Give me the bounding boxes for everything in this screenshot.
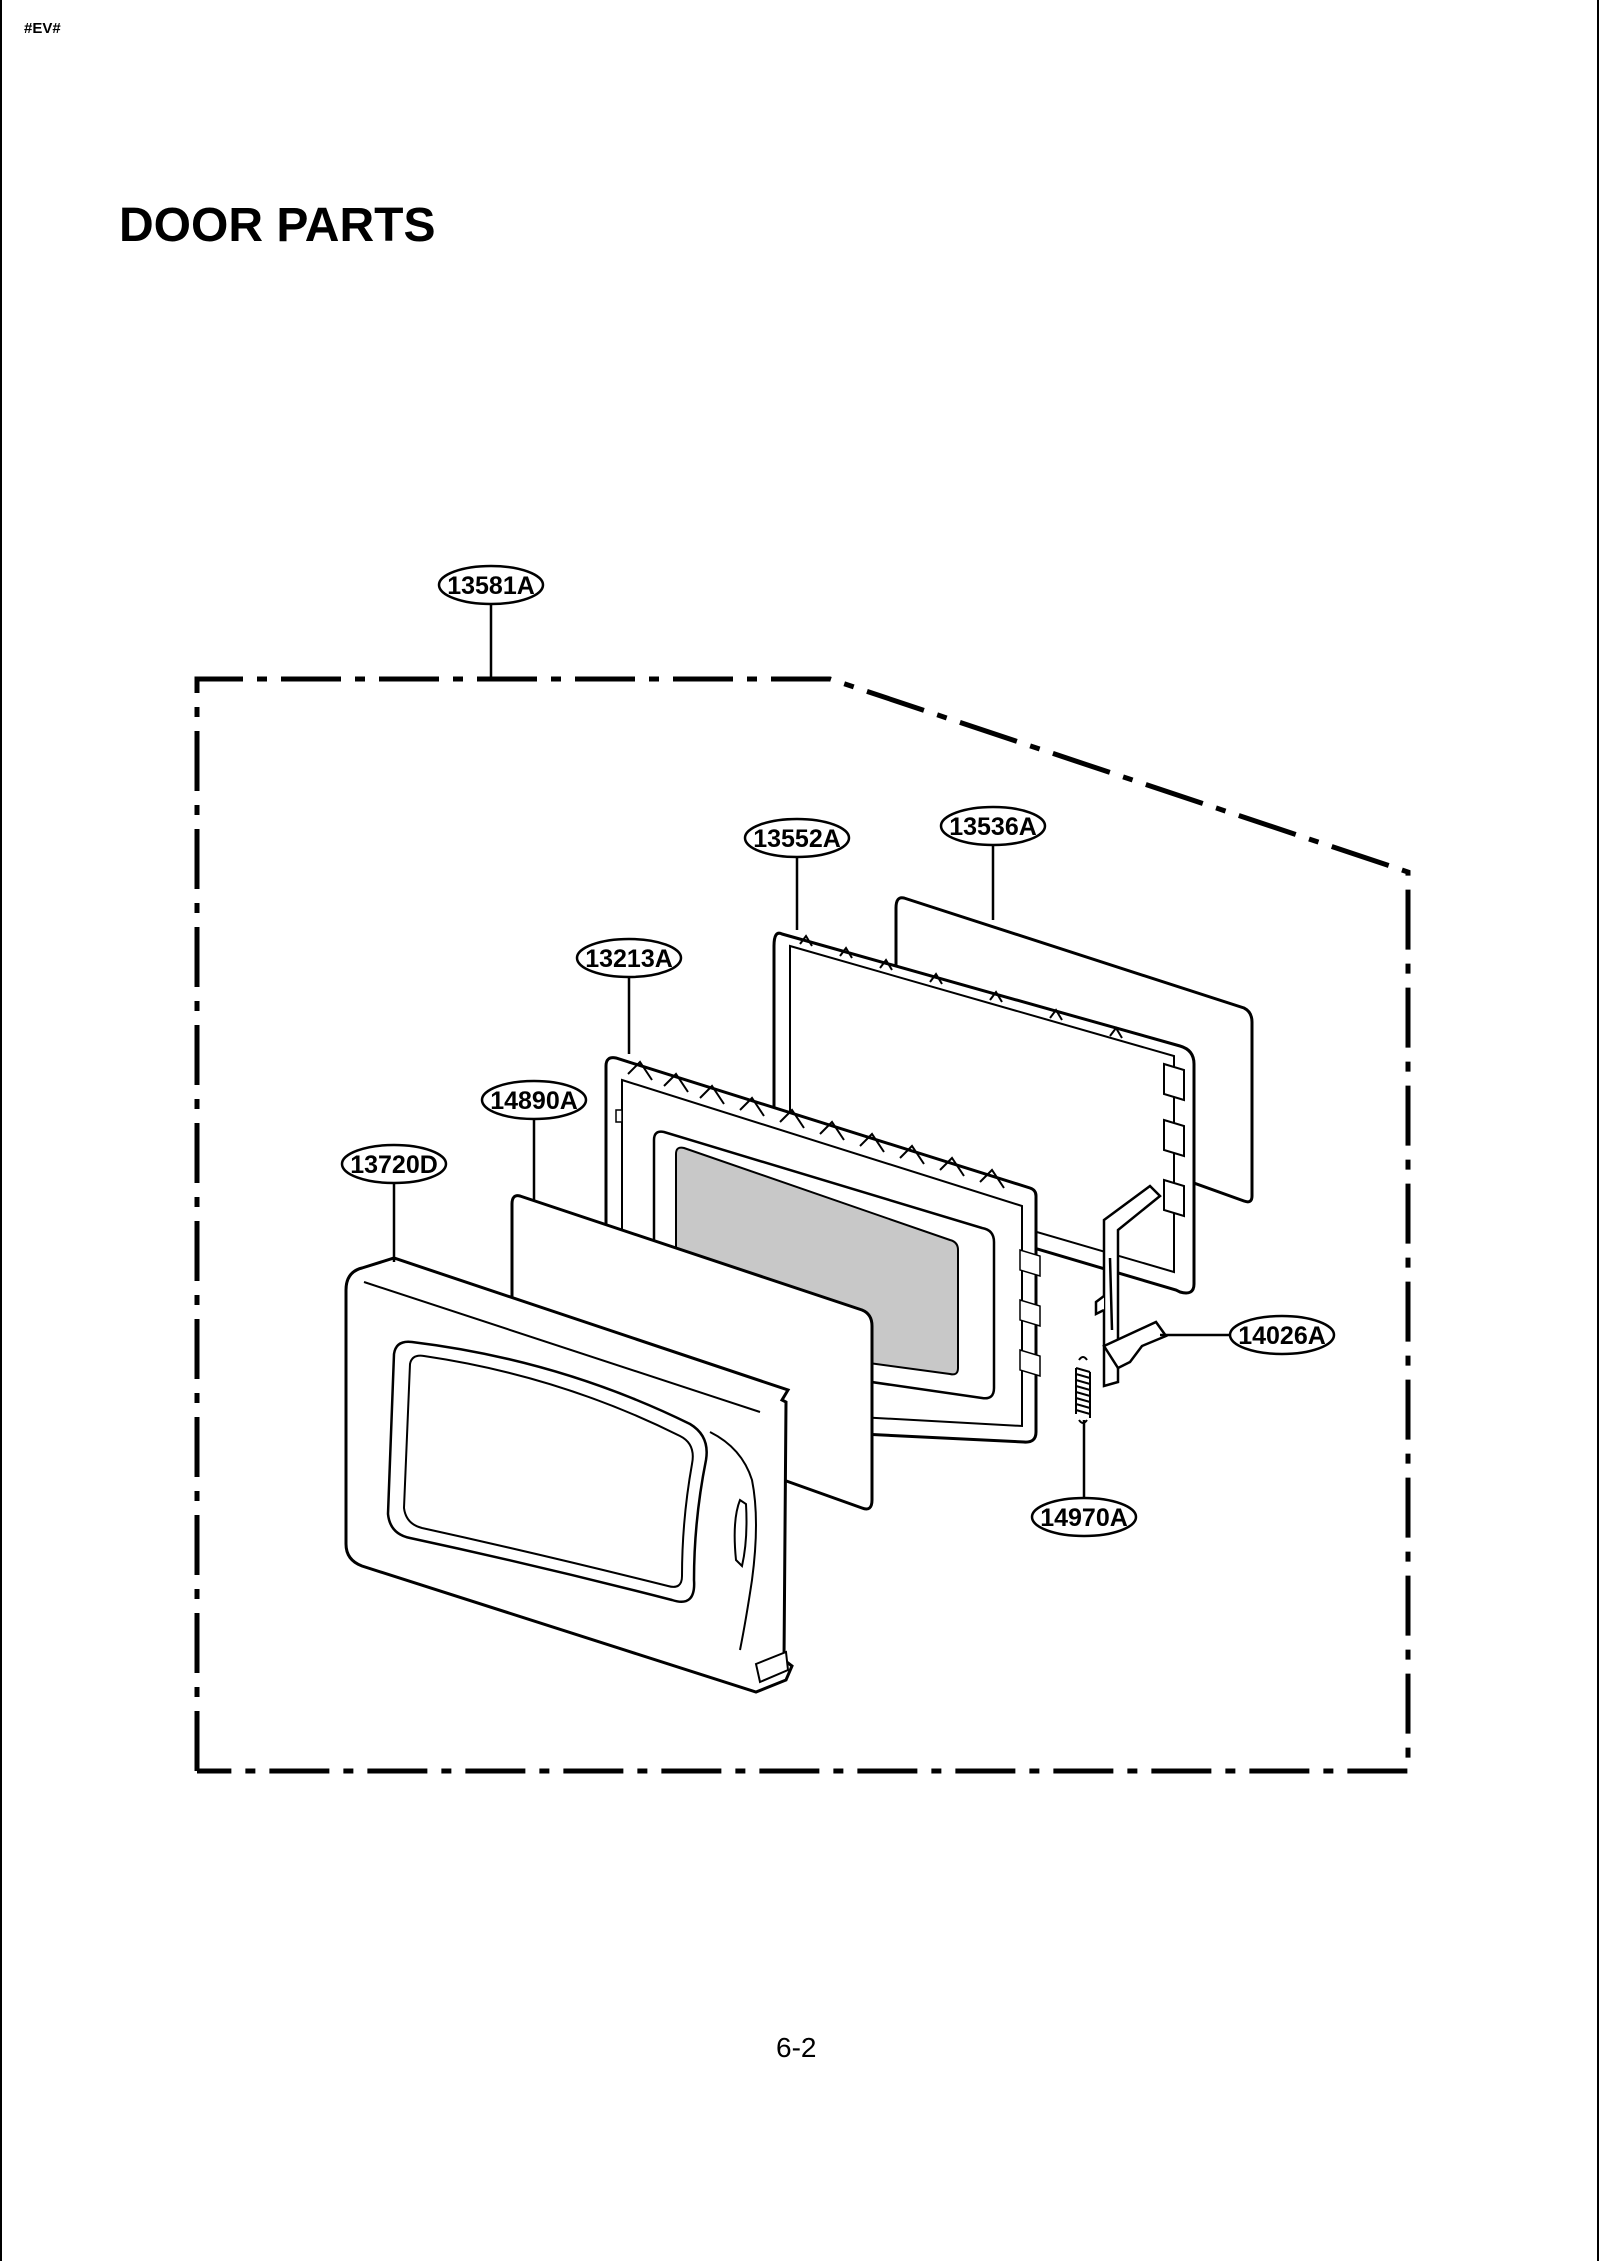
callout-13536A: 13536A <box>939 805 1047 847</box>
callout-13581A: 13581A <box>437 564 545 606</box>
choke-cover-part <box>772 931 1196 1295</box>
callout-13720D: 13720D <box>340 1143 448 1185</box>
callout-13213A: 13213A <box>575 937 683 979</box>
leader-lines <box>392 604 1230 1498</box>
callout-label: 13720D <box>350 1151 438 1179</box>
door-front-part <box>344 1256 794 1694</box>
callout-14890A: 14890A <box>480 1079 588 1121</box>
page-number: 6-2 <box>776 2032 817 2063</box>
spring-part <box>1075 1356 1091 1424</box>
callout-label: 14890A <box>490 1087 578 1115</box>
callout-label: 14026A <box>1238 1322 1326 1350</box>
callout-14026A: 14026A <box>1228 1314 1336 1356</box>
callout-label: 13536A <box>949 813 1037 841</box>
callout-label: 14970A <box>1040 1504 1128 1532</box>
page-code: #EV# <box>24 20 61 37</box>
callout-13552A: 13552A <box>743 817 851 859</box>
callout-label: 13213A <box>585 945 673 973</box>
callout-label: 13581A <box>447 572 535 600</box>
callout-label: 13552A <box>753 825 841 853</box>
page-title: DOOR PARTS <box>119 199 436 252</box>
latch-key-part <box>1094 1184 1168 1388</box>
callout-14970A: 14970A <box>1030 1496 1138 1538</box>
assembly-boundary <box>194 676 1411 1774</box>
